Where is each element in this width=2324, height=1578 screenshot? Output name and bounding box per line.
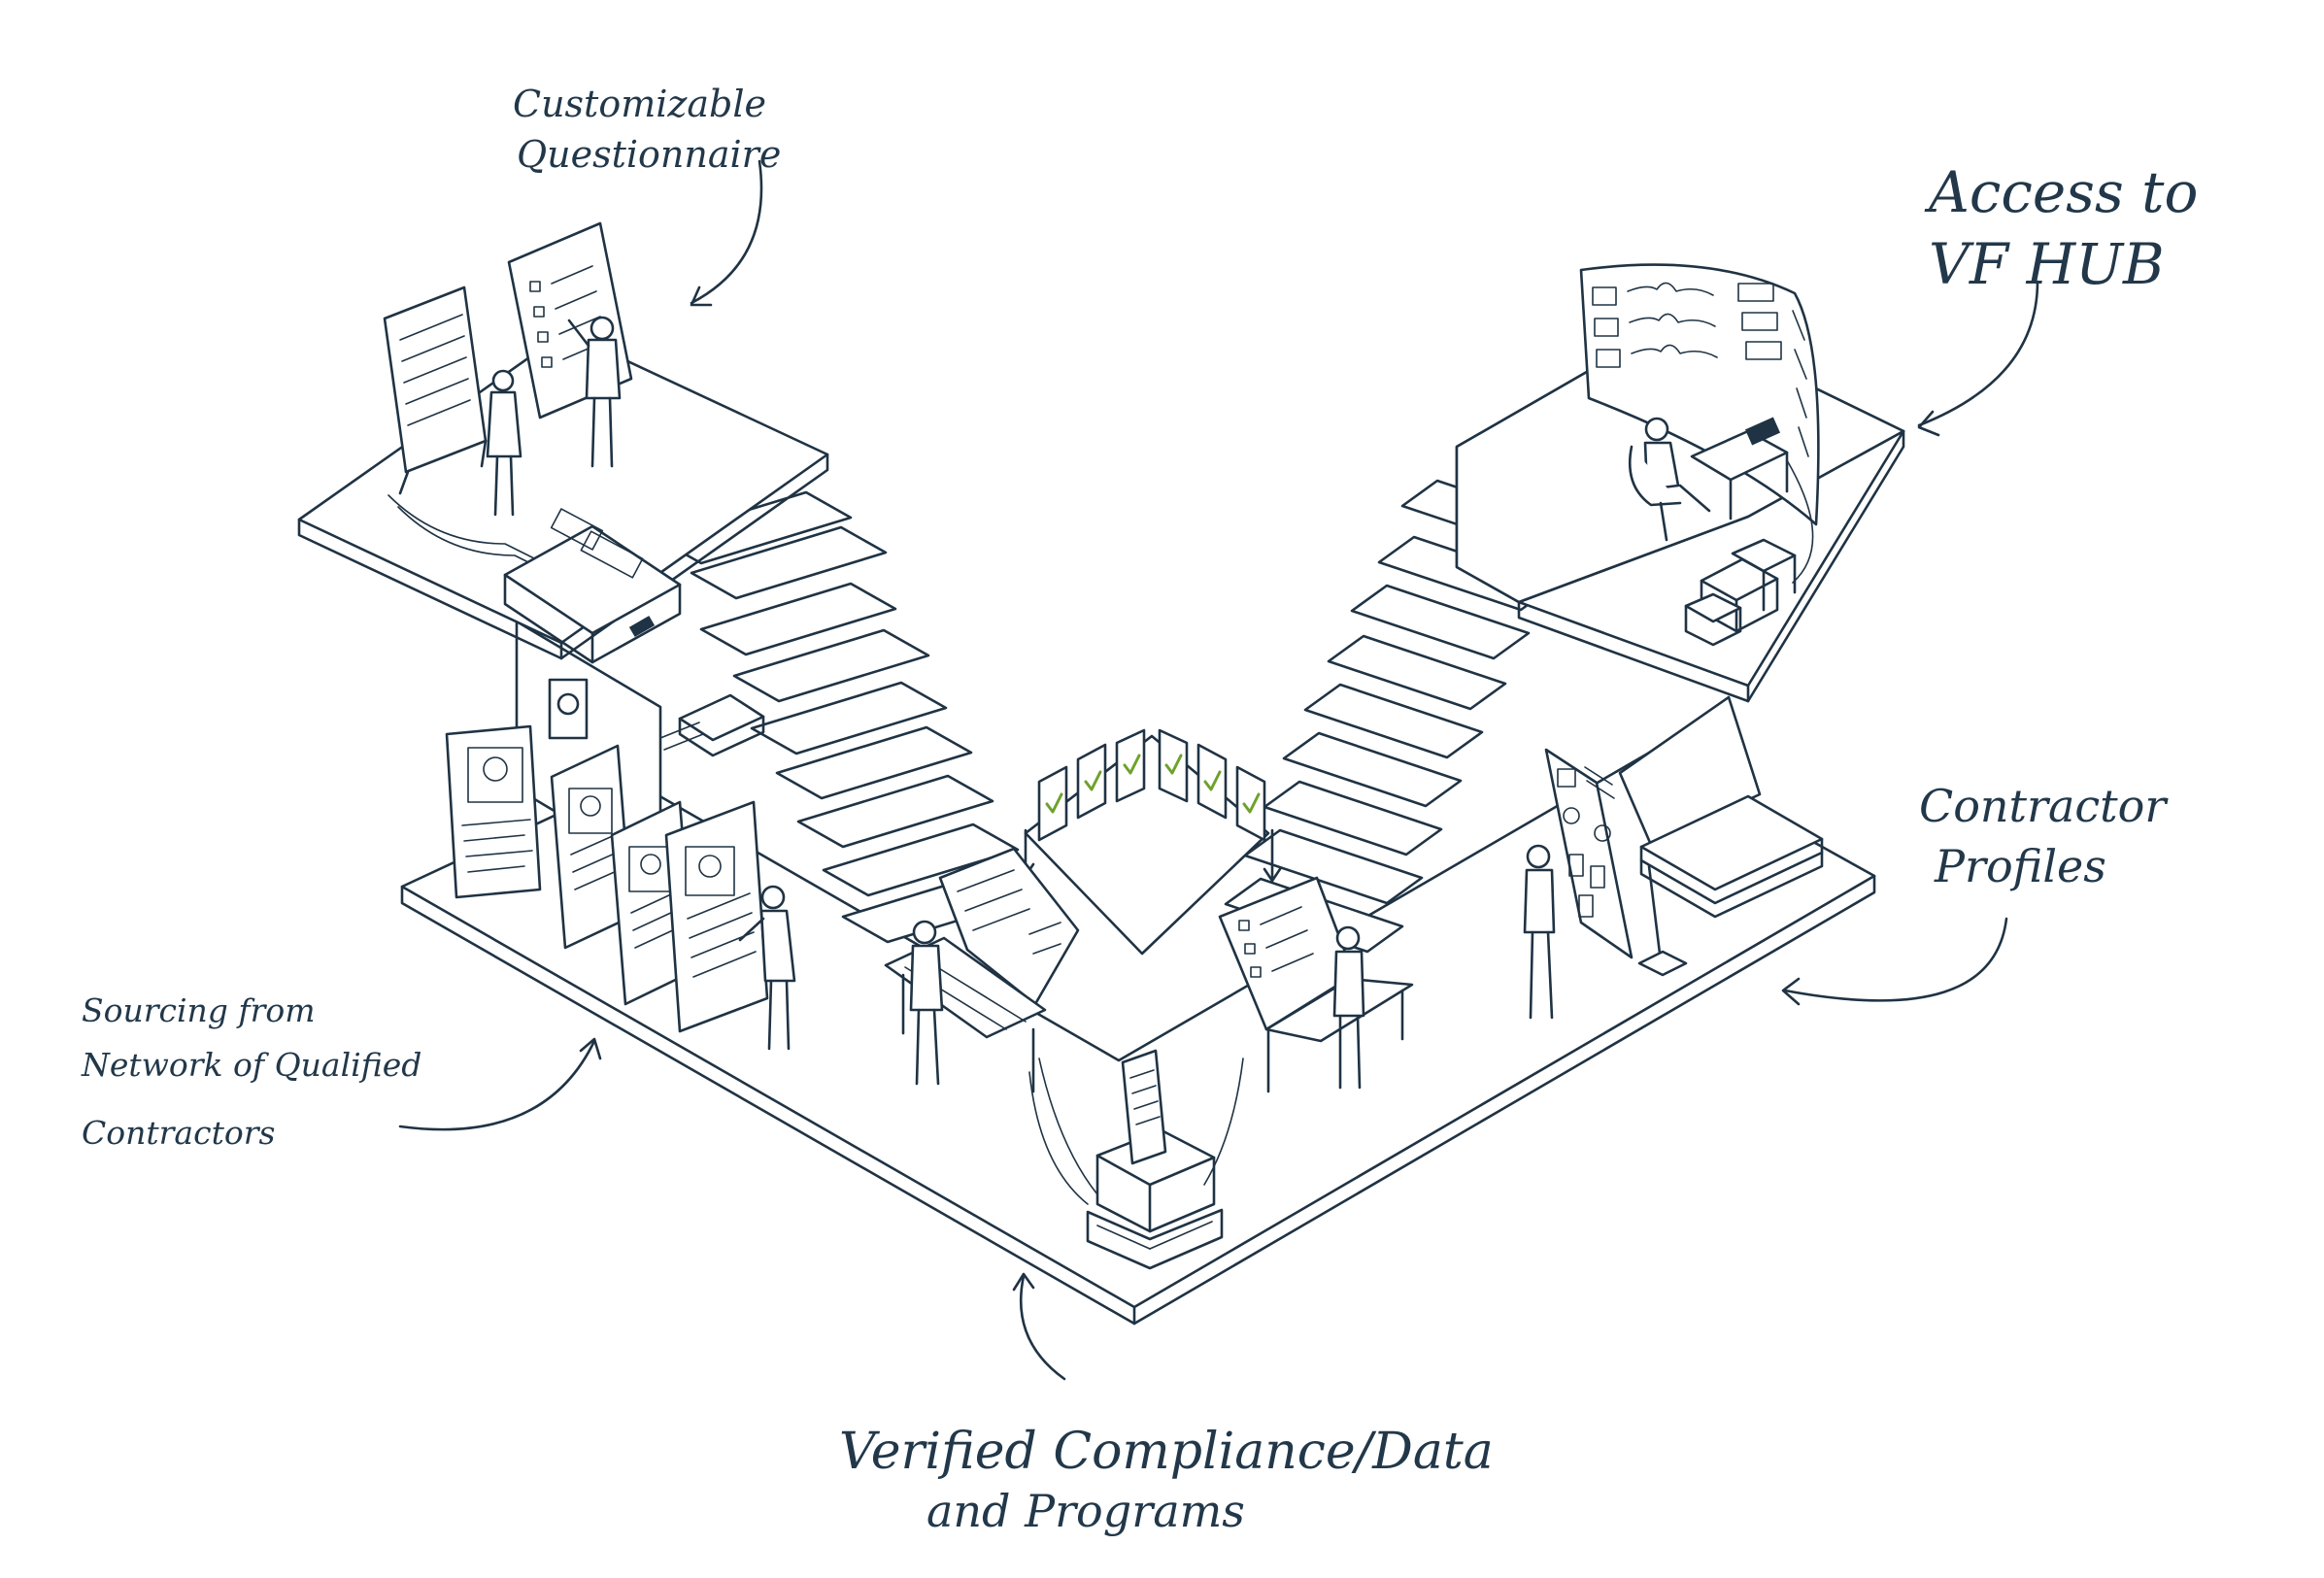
check-document-1 <box>1037 765 1068 842</box>
person-man-questionnaire <box>567 316 622 468</box>
workstation-left <box>884 847 1098 1205</box>
label-compliance-line1: Verified Compliance/Data <box>839 1423 1494 1481</box>
person-profile-viewer <box>1523 844 1556 1020</box>
label-hub-line2: VF HUB <box>1929 231 2165 297</box>
arrow-questionnaire <box>690 159 763 305</box>
label-questionnaire: Customizable Questionnaire <box>513 83 781 176</box>
hub-boxes <box>1684 538 1797 647</box>
questionnaire-board-left <box>383 285 488 495</box>
label-questionnaire-line1: Customizable <box>513 83 766 125</box>
arrow-compliance <box>1019 1274 1066 1381</box>
label-sourcing-line2: Network of Qualified <box>81 1046 421 1084</box>
arrow-sourcing <box>398 1039 596 1131</box>
person-hub-operator <box>1628 417 1711 542</box>
label-compliance: Verified Compliance/Data and Programs <box>839 1423 1494 1537</box>
label-profiles: Contractor Profiles <box>1919 780 2169 892</box>
label-sourcing-line1: Sourcing from <box>82 991 316 1029</box>
label-hub: Access to VF HUB <box>1924 159 2198 297</box>
person-woman-questionnaire <box>486 369 522 517</box>
contractor-card-1 <box>445 724 542 899</box>
contractor-profile-board <box>1523 695 1824 1020</box>
check-document-2 <box>1076 743 1107 820</box>
workstation-right <box>1203 876 1414 1186</box>
verification-output-box <box>1086 1049 1224 1270</box>
person-sourcing <box>738 885 796 1051</box>
label-profiles-line1: Contractor <box>1919 780 2169 832</box>
label-hub-line1: Access to <box>1924 159 2198 225</box>
check-document-5 <box>1196 743 1228 820</box>
label-profiles-line2: Profiles <box>1934 840 2106 892</box>
label-sourcing-line3: Contractors <box>82 1114 275 1152</box>
questionnaire-server <box>503 508 682 664</box>
hub-platform <box>1455 263 1905 703</box>
person-workstation-left <box>909 920 944 1086</box>
person-workstation-right <box>1332 925 1365 1090</box>
check-document-6 <box>1235 765 1266 842</box>
sourcing-contractor-cards <box>445 724 796 1051</box>
hub-desk <box>1690 417 1789 520</box>
contractor-card-4 <box>664 800 769 1033</box>
scanner-device <box>659 693 765 757</box>
arrow-hub <box>1917 280 2039 427</box>
check-document-4 <box>1158 728 1189 803</box>
label-questionnaire-line2: Questionnaire <box>517 133 781 176</box>
arrow-profiles <box>1783 917 2008 1002</box>
check-document-3 <box>1115 728 1146 803</box>
label-sourcing: Sourcing from Network of Qualified Contr… <box>81 991 421 1152</box>
label-compliance-line2: and Programs <box>926 1485 1245 1537</box>
annotation-arrows <box>398 159 2039 1381</box>
questionnaire-platform <box>297 221 829 876</box>
verification-diamond <box>1016 728 1282 956</box>
